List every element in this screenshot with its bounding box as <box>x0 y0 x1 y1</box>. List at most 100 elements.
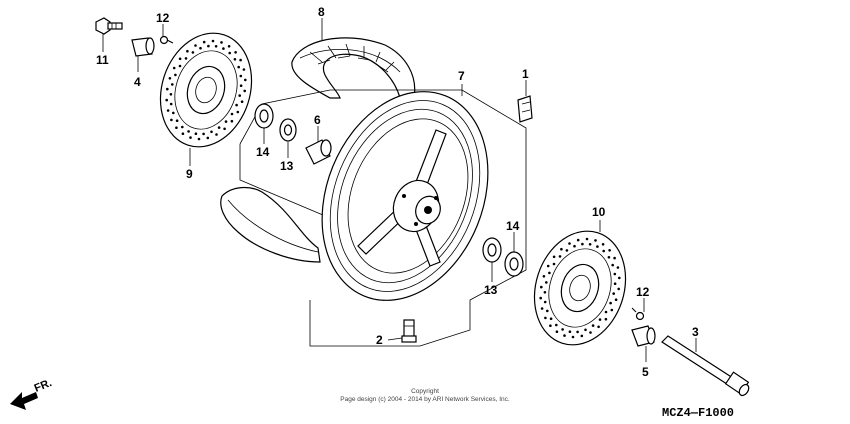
disc-vent-hole <box>616 266 620 269</box>
disc-vent-hole <box>202 132 205 136</box>
bearing-left-14[interactable] <box>254 103 274 129</box>
disc-vent-hole <box>244 78 247 82</box>
front-axle-3[interactable] <box>661 335 751 397</box>
distance-collar-6[interactable] <box>305 139 332 165</box>
disc-vent-hole <box>175 126 178 129</box>
disc-vent-hole <box>194 132 198 135</box>
screw-12-left[interactable] <box>159 35 174 45</box>
disc-vent-hole <box>240 100 244 103</box>
side-collar-5[interactable] <box>631 325 656 347</box>
disc-vent-hole <box>601 243 605 246</box>
disc-vent-hole <box>181 125 184 129</box>
disc-vent-hole <box>237 65 240 69</box>
disc-vent-hole <box>191 51 195 54</box>
disc-vent-hole <box>613 282 617 286</box>
bearing-left-13[interactable] <box>279 118 297 142</box>
disc-vent-hole <box>610 308 614 312</box>
disc-vent-hole <box>594 239 597 242</box>
disc-vent-hole <box>239 84 243 87</box>
disc-vent-hole <box>552 255 556 259</box>
callout-13-left: 13 <box>280 159 294 173</box>
disc-vent-hole <box>544 316 547 320</box>
valve-stem[interactable] <box>401 319 417 343</box>
disc-vent-hole <box>539 296 542 300</box>
balance-weight[interactable] <box>517 95 533 123</box>
disc-vent-hole <box>585 237 589 241</box>
disc-vent-hole <box>194 44 197 47</box>
disc-vent-hole <box>543 300 547 304</box>
brake-disc-right[interactable] <box>520 219 640 357</box>
disc-vent-hole <box>580 334 584 338</box>
front-label: FR. <box>33 377 54 395</box>
disc-vent-hole <box>199 46 202 50</box>
disc-vent-hole <box>175 119 179 122</box>
brake-disc-left[interactable] <box>146 21 266 159</box>
disc-vent-hole <box>613 272 617 276</box>
callout-13-right: 13 <box>484 283 498 297</box>
callout-12-left: 12 <box>156 11 170 25</box>
disc-vent-hole <box>239 58 242 62</box>
bearing-right-13[interactable] <box>482 237 502 263</box>
disc-vent-hole <box>186 49 189 53</box>
wheel-rim[interactable] <box>292 67 518 326</box>
disc-vent-hole <box>215 133 218 136</box>
wheel-assembly-outline <box>239 89 527 347</box>
callout-labels: 11 12 4 9 8 7 1 6 14 13 14 13 2 10 12 5 … <box>96 5 699 379</box>
disc-vent-hole <box>561 328 564 331</box>
disc-vent-hole <box>235 103 238 107</box>
disc-vent-hole <box>227 45 231 48</box>
copyright-title: Copyright <box>411 388 439 395</box>
diagram-code: MCZ4—F1000 <box>662 406 734 420</box>
disc-vent-hole <box>197 137 201 141</box>
disc-vent-hole <box>242 68 246 71</box>
disc-vent-hole <box>614 298 618 302</box>
callout-6: 6 <box>314 113 321 127</box>
callout-1: 1 <box>522 67 529 81</box>
disc-vent-hole <box>189 136 192 139</box>
disc-vent-hole <box>611 263 614 267</box>
disc-vent-hole <box>220 41 223 44</box>
disc-vent-hole <box>571 335 575 339</box>
disc-vent-hole <box>202 40 206 44</box>
bearing-right-14[interactable] <box>504 251 524 277</box>
tire-upper[interactable] <box>291 37 416 99</box>
disc-vent-hole <box>540 307 544 310</box>
disc-vent-hole <box>548 271 551 275</box>
tire-lower[interactable] <box>220 186 321 263</box>
disc-vent-hole <box>546 309 549 313</box>
disc-vent-hole <box>598 318 602 321</box>
disc-vent-hole <box>168 77 172 80</box>
disc-vent-hole <box>607 255 611 259</box>
disc-vent-hole <box>568 330 572 334</box>
disc-vent-hole <box>172 111 175 115</box>
disc-vent-hole <box>540 285 543 289</box>
screw-12-right[interactable] <box>631 307 645 321</box>
disc-vent-hole <box>549 324 552 328</box>
disc-vent-hole <box>178 57 182 61</box>
disc-vent-hole <box>589 331 592 334</box>
side-collar-4[interactable] <box>131 37 155 57</box>
callout-9: 9 <box>186 167 193 181</box>
disc-vent-hole <box>181 132 185 135</box>
disc-vent-hole <box>207 44 210 48</box>
disc-vent-hole <box>560 247 563 251</box>
disc-vent-hole <box>618 276 621 280</box>
disc-vent-hole <box>604 317 608 321</box>
disc-vent-hole <box>222 47 225 50</box>
disc-vent-hole <box>172 66 176 70</box>
callout-3: 3 <box>692 325 699 339</box>
disc-vent-hole <box>228 51 231 55</box>
disc-vent-hole <box>166 87 169 91</box>
disc-vent-hole <box>555 323 558 327</box>
disc-vent-hole <box>169 93 173 96</box>
disc-vent-hole <box>233 58 237 61</box>
disc-bolt-11[interactable] <box>95 17 123 35</box>
callout-7: 7 <box>458 69 465 83</box>
callout-14-right: 14 <box>506 219 520 233</box>
disc-vent-hole <box>608 249 611 252</box>
disc-vent-hole <box>591 324 595 327</box>
disc-vent-hole <box>187 130 190 133</box>
disc-vent-hole <box>211 39 215 43</box>
disc-vent-hole <box>217 126 221 129</box>
disc-vent-hole <box>555 330 559 334</box>
